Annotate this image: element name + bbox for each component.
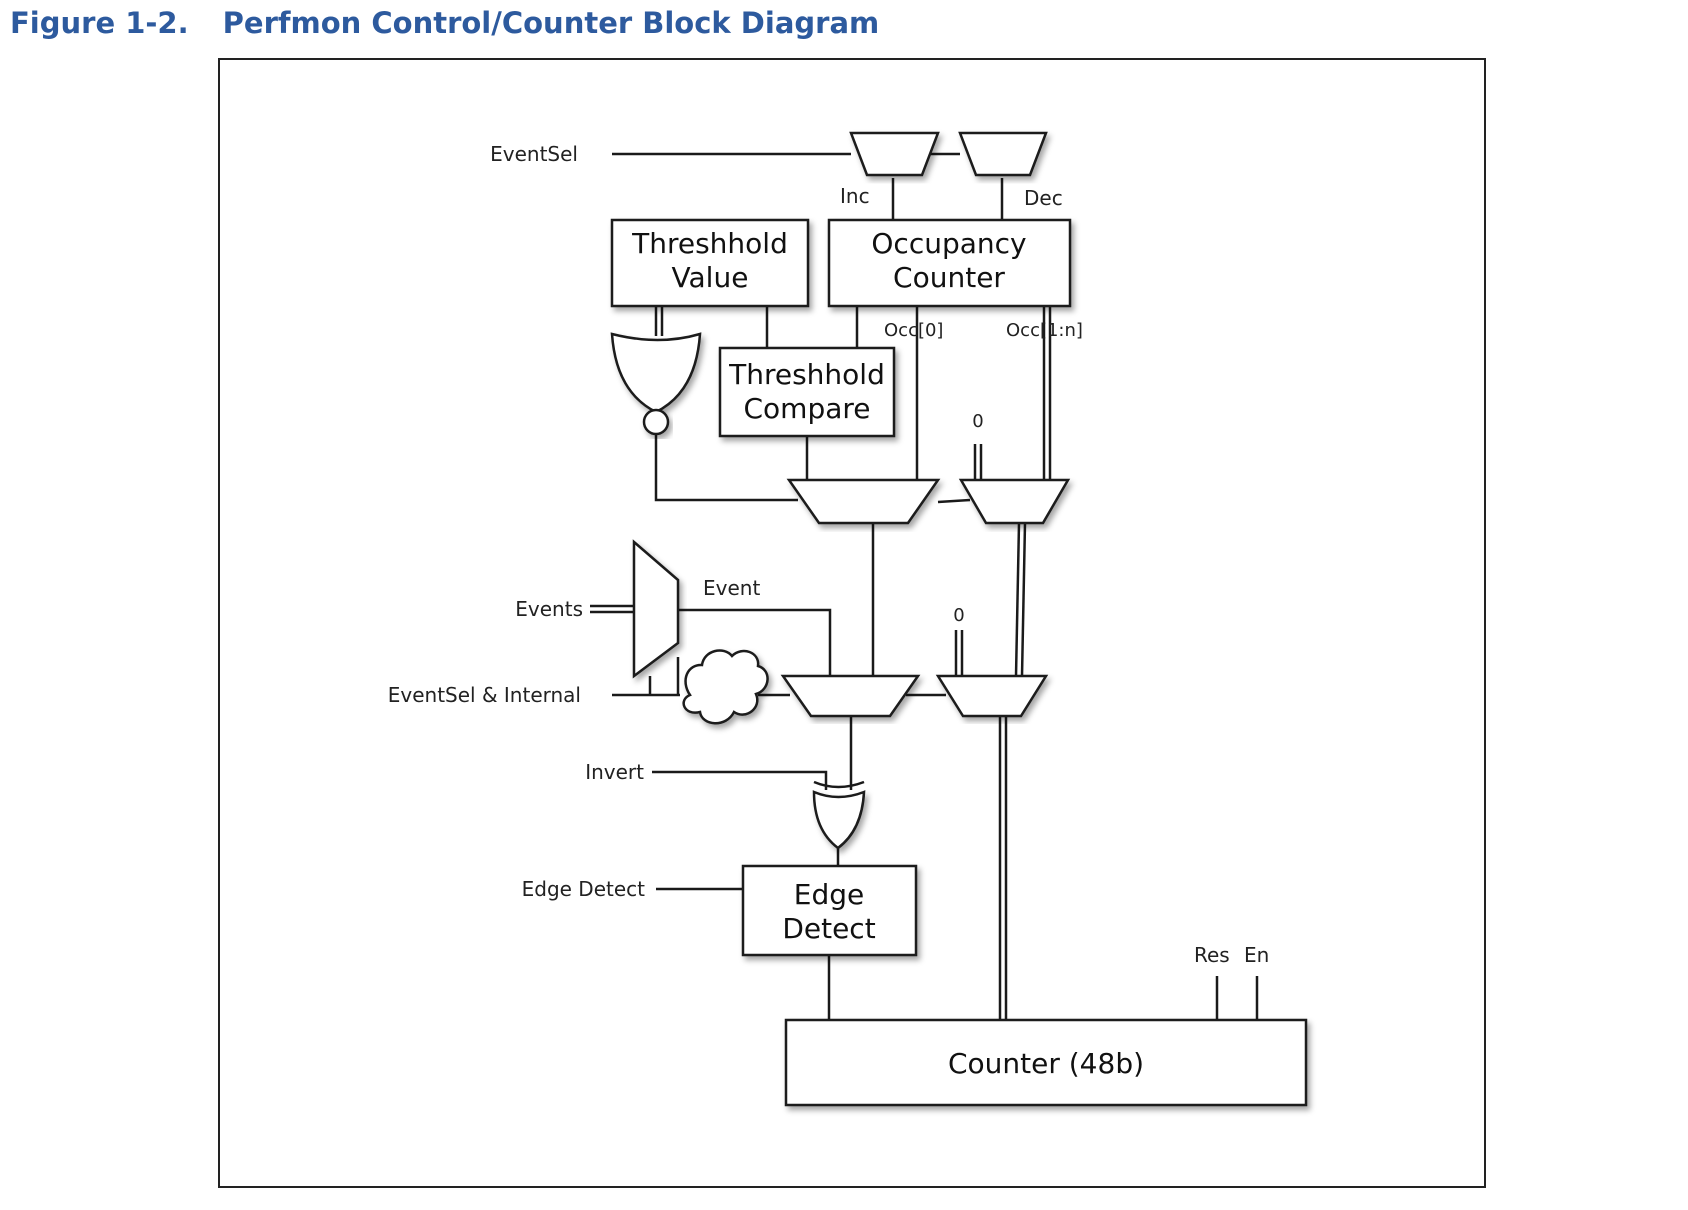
occ0-label: Occ[0]: [884, 320, 943, 341]
counter-block: [784, 1018, 1308, 1107]
inverter-bubble: [642, 408, 670, 436]
occupancy-counter-line2: Counter: [893, 261, 1005, 294]
inc-mux: [849, 131, 940, 177]
xor-gate: [812, 790, 866, 850]
counter-label: Counter (48b): [948, 1047, 1144, 1080]
select-mux-c: [780, 674, 921, 718]
invert-label: Invert: [585, 760, 644, 784]
occupancy-counter-block: [827, 218, 1072, 308]
eventsel-internal-label: EventSel & Internal: [388, 683, 581, 707]
select-mux-b: [958, 478, 1071, 525]
inc-label: Inc: [840, 184, 870, 208]
threshold-value-line2: Value: [672, 261, 749, 294]
xor-input-arc: [813, 780, 865, 789]
select-mux-d: [935, 674, 1049, 718]
zero-label-b: 0: [953, 605, 964, 626]
en-label: En: [1244, 943, 1269, 967]
event-label: Event: [703, 576, 760, 600]
edge-detect-block: [741, 864, 918, 957]
events-label: Events: [515, 597, 583, 621]
dec-mux: [958, 131, 1048, 177]
events-mux: [632, 539, 680, 679]
eventsel-label: EventSel: [490, 142, 578, 166]
threshold-value-line1: Threshhold: [631, 227, 788, 260]
or-gate: [610, 332, 702, 414]
edge-detect-input-label: Edge Detect: [522, 877, 646, 901]
wires: [590, 152, 1259, 1020]
edge-detect-line2: Detect: [782, 912, 875, 945]
threshold-compare-block: [718, 346, 896, 438]
edge-detect-line1: Edge: [794, 878, 864, 911]
threshold-value-block: [610, 218, 810, 308]
occupancy-counter-line1: Occupancy: [871, 227, 1026, 260]
figure-title: Perfmon Control/Counter Block Diagram: [222, 6, 880, 40]
internal-logic-cloud: [682, 649, 769, 725]
dec-label: Dec: [1024, 186, 1063, 210]
zero-label-a: 0: [972, 411, 983, 432]
figure-number: Figure 1-2.: [10, 6, 189, 40]
res-label: Res: [1194, 943, 1230, 967]
select-mux-a: [786, 478, 941, 525]
threshold-compare-line2: Compare: [743, 392, 870, 425]
occ1n-label: Occ[1:n]: [1006, 320, 1083, 341]
threshold-compare-line1: Threshhold: [728, 358, 885, 391]
figure-caption: Figure 1-2. Perfmon Control/Counter Block…: [10, 6, 879, 40]
